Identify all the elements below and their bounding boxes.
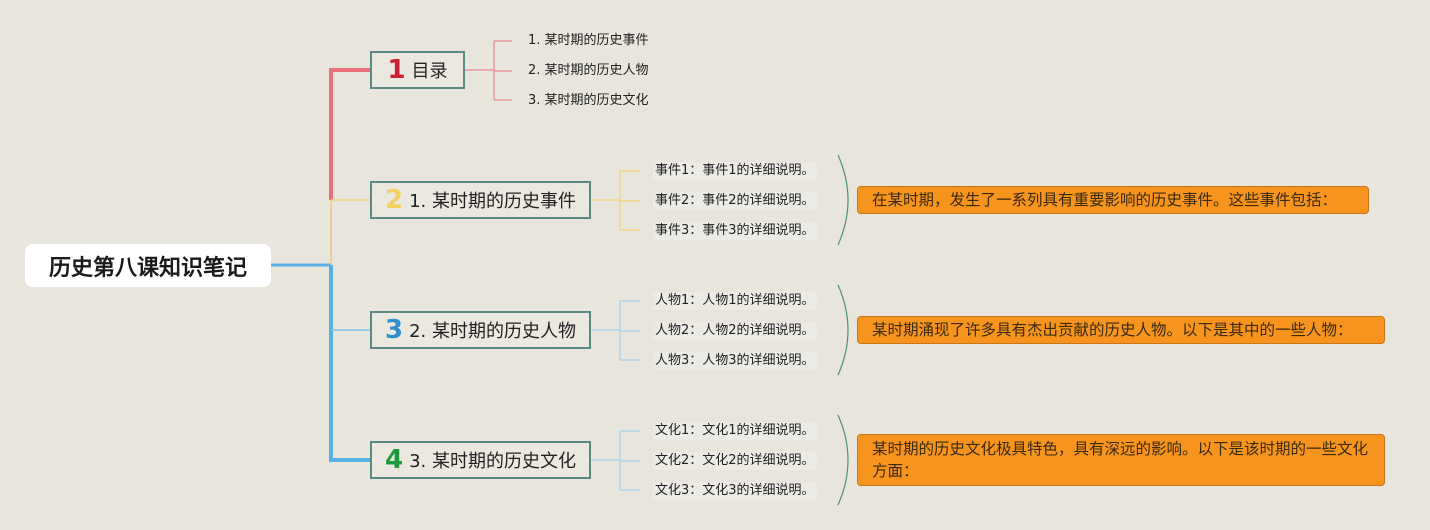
toc-item-2[interactable]: 2. 某时期的历史人物 [528,63,649,78]
branch-node-events[interactable]: 2 1. 某时期的历史事件 [370,181,591,219]
event-item-2[interactable]: 事件2：事件2的详细说明。 [653,192,817,210]
number-badge-2: 2 [385,185,404,215]
branch4-links [590,430,640,491]
trunk-red [329,68,371,200]
branch-label-toc: 目录 [411,61,448,82]
note-events-text: 在某时期，发生了一系列具有重要影响的历史事件。这些事件包括： [872,191,1338,209]
culture-item-2[interactable]: 文化2：文化2的详细说明。 [653,452,817,470]
person-item-1[interactable]: 人物1：人物1的详细说明。 [653,292,817,310]
person-item-3[interactable]: 人物3：人物3的详细说明。 [653,352,817,370]
bracket-culture [837,414,849,506]
branch-label-events: 1. 某时期的历史事件 [409,191,576,212]
note-culture[interactable]: 某时期的历史文化极具特色，具有深远的影响。以下是该时期的一些文化方面： [857,434,1385,486]
toc-item-3[interactable]: 3. 某时期的历史文化 [528,93,649,108]
bracket-people [837,284,849,376]
branch3-links [590,300,640,361]
branch2-links [590,170,640,231]
branch-node-people[interactable]: 3 2. 某时期的历史人物 [370,311,591,349]
branch-label-culture: 3. 某时期的历史文化 [409,451,576,472]
note-people[interactable]: 某时期涌现了许多具有杰出贡献的历史人物。以下是其中的一些人物： [857,316,1385,344]
branch-label-people: 2. 某时期的历史人物 [409,321,576,342]
number-badge-1: 1 [387,55,406,85]
bracket-events [837,154,849,246]
person-item-2[interactable]: 人物2：人物2的详细说明。 [653,322,817,340]
culture-item-1[interactable]: 文化1：文化1的详细说明。 [653,422,817,440]
branch1-links [464,40,512,101]
trunk-blue [329,265,371,462]
note-people-text: 某时期涌现了许多具有杰出贡献的历史人物。以下是其中的一些人物： [872,321,1353,339]
note-culture-text: 某时期的历史文化极具特色，具有深远的影响。以下是该时期的一些文化方面： [872,440,1369,480]
number-badge-4: 4 [385,445,404,475]
toc-item-1[interactable]: 1. 某时期的历史事件 [528,33,649,48]
branch-node-culture[interactable]: 4 3. 某时期的历史文化 [370,441,591,479]
culture-item-3[interactable]: 文化3：文化3的详细说明。 [653,482,817,500]
note-events[interactable]: 在某时期，发生了一系列具有重要影响的历史事件。这些事件包括： [857,186,1369,214]
event-item-1[interactable]: 事件1：事件1的详细说明。 [653,162,817,180]
root-node[interactable]: 历史第八课知识笔记 [25,244,271,287]
event-item-3[interactable]: 事件3：事件3的详细说明。 [653,222,817,240]
number-badge-3: 3 [385,315,404,345]
root-title: 历史第八课知识笔记 [48,255,247,281]
branch-node-toc[interactable]: 1 目录 [370,51,465,89]
